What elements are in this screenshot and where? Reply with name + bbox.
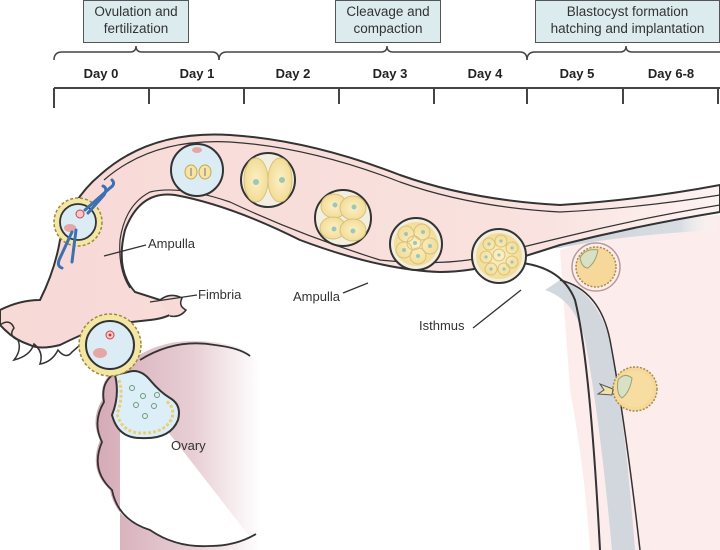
stage-box-ovulation: Ovulation and fertilization xyxy=(83,0,189,43)
ruptured-follicle xyxy=(110,370,180,440)
ovary-outline-top xyxy=(139,342,251,361)
label-ampulla-center: Ampulla xyxy=(293,289,340,304)
stage-box-cleavage: Cleavage and compaction xyxy=(335,0,441,43)
ovulated-oocyte xyxy=(78,313,142,377)
embryo-implanting xyxy=(596,366,658,412)
day-label: Day 2 xyxy=(275,66,311,81)
stage-label-line2: hatching and implantation xyxy=(550,21,705,36)
embryo-2-cell xyxy=(240,152,296,208)
stage-label-line2: compaction xyxy=(353,21,423,36)
label-fimbria: Fimbria xyxy=(198,287,242,302)
isthmus-edge-outer xyxy=(559,279,641,550)
label-ovary: Ovary xyxy=(171,438,206,453)
ovary-outline xyxy=(96,371,257,548)
embryo-morula xyxy=(471,228,527,284)
ovary xyxy=(95,340,260,550)
stage-box-blastocyst: Blastocyst formation hatching and implan… xyxy=(535,0,720,43)
fimbriae xyxy=(0,321,81,365)
stage-label-line1: Ovulation and xyxy=(94,4,178,19)
day-label: Day 5 xyxy=(559,66,595,81)
stage-label-line2: fertilization xyxy=(103,21,169,36)
label-ampulla-left: Ampulla xyxy=(148,236,195,251)
fimbriae-upper xyxy=(159,294,188,318)
isthmus-edge xyxy=(504,261,601,550)
follicle-granulosa xyxy=(115,379,175,435)
timeline-axis xyxy=(53,87,720,108)
embryo-8-cell xyxy=(389,217,443,271)
embryo-4-cell xyxy=(314,189,372,247)
day-label: Day 6-8 xyxy=(647,66,695,81)
day-label: Day 3 xyxy=(372,66,408,81)
embryo-zygote xyxy=(170,143,224,197)
day-label: Day 1 xyxy=(179,66,215,81)
day-label: Day 4 xyxy=(467,66,503,81)
uterine-wall-lower xyxy=(545,280,635,550)
sperm-icon xyxy=(56,178,116,270)
label-isthmus: Isthmus xyxy=(419,318,465,333)
tube-inner-wall-top xyxy=(103,141,720,213)
follicle-cells xyxy=(129,385,160,419)
tube-inner-wall-bottom xyxy=(119,189,720,289)
brace-cleavage xyxy=(218,45,528,61)
leader-lines xyxy=(103,244,522,329)
embryo-blastocyst xyxy=(571,242,621,292)
brace-ovulation xyxy=(53,45,220,61)
stage-label-line1: Cleavage and xyxy=(346,4,430,19)
day-label: Day 0 xyxy=(83,66,119,81)
stage-label-line1: Blastocyst formation xyxy=(566,4,689,19)
brace-blastocyst xyxy=(526,45,720,61)
